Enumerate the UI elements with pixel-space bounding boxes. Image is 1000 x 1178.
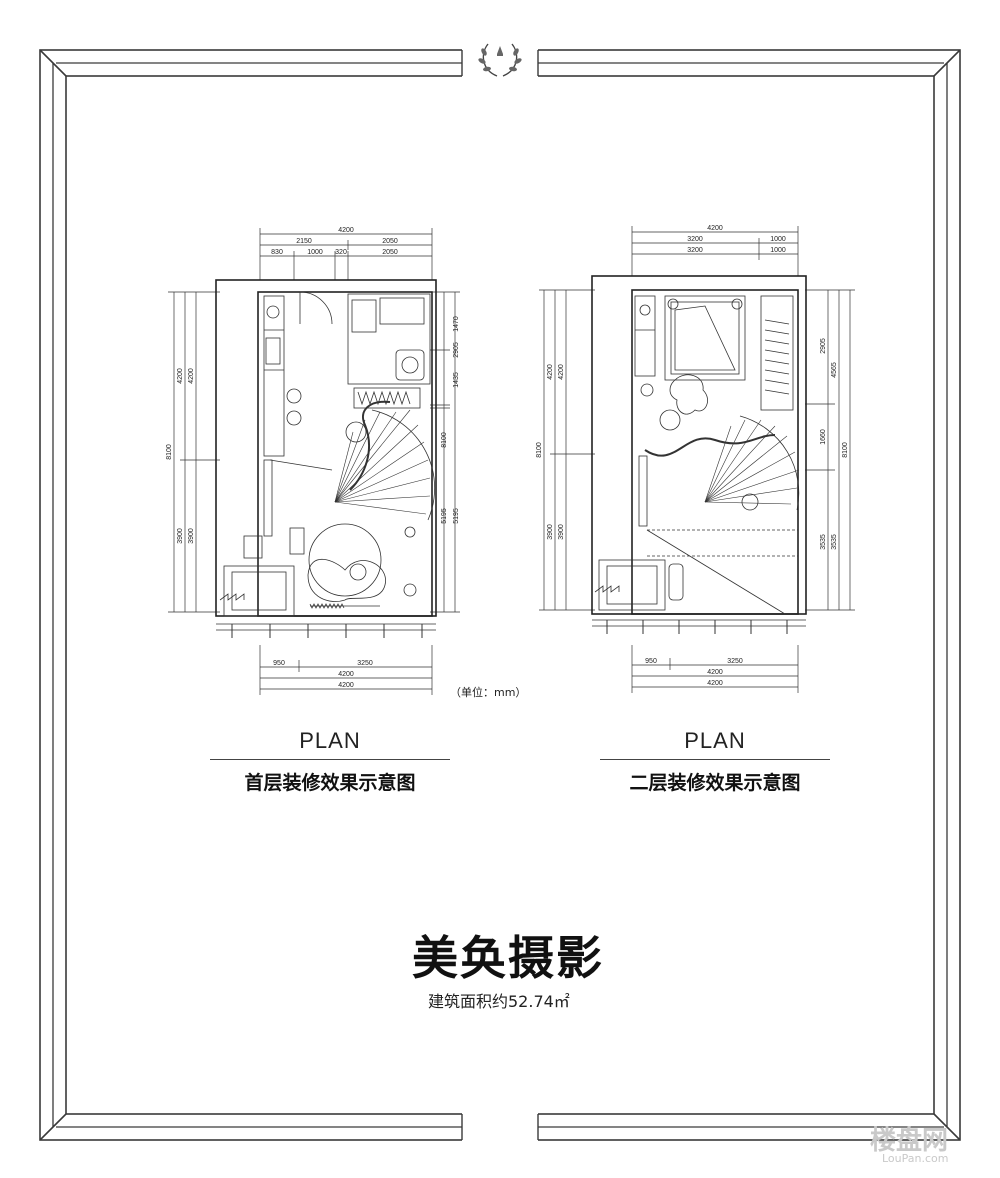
dim-left-total: 8100 bbox=[166, 444, 173, 460]
dim-top-b3: 320 bbox=[335, 249, 347, 256]
dim-right-total: 8100 bbox=[842, 442, 849, 458]
dim-bottom-total-2: 4200 bbox=[338, 682, 354, 689]
dim-left-upper-2: 4200 bbox=[558, 364, 565, 380]
dim-right-a: 1470 bbox=[453, 316, 460, 332]
dim-left-total: 8100 bbox=[536, 442, 543, 458]
dim-bottom-a1: 950 bbox=[645, 658, 657, 665]
dim-top-a1: 2150 bbox=[296, 238, 312, 245]
dim-left-lower-1: 3900 bbox=[547, 524, 554, 540]
floor-plan-2: 4200 3200 1000 3200 1000 950 3250 4200 4… bbox=[536, 225, 855, 693]
dim-bottom-total-1: 4200 bbox=[707, 669, 723, 676]
dim-right-d: 5195 bbox=[441, 508, 448, 524]
dim-right-e: 5195 bbox=[453, 508, 460, 524]
dim-bottom-a2: 3250 bbox=[357, 660, 373, 667]
dim-left-lower-2: 3900 bbox=[558, 524, 565, 540]
plan-1-caption: 首层装修效果示意图 bbox=[244, 772, 416, 794]
dim-left-upper-1: 4200 bbox=[177, 368, 184, 384]
dim-right-c: 1435 bbox=[453, 372, 460, 388]
dim-left-upper-2: 4200 bbox=[188, 368, 195, 384]
dim-left-lower-1: 3900 bbox=[177, 528, 184, 544]
dim-right-d: 3535 bbox=[820, 534, 827, 550]
dim-top-b2: 1000 bbox=[770, 247, 786, 254]
dim-top-a2: 2050 bbox=[382, 238, 398, 245]
plan-2-label: PLAN bbox=[684, 728, 746, 753]
dim-top-a2: 1000 bbox=[770, 236, 786, 243]
dim-bottom-total-2: 4200 bbox=[707, 680, 723, 687]
page-title: 美奂摄影 bbox=[412, 931, 604, 985]
plan-2-divider bbox=[600, 759, 830, 760]
dim-top-b1: 3200 bbox=[687, 247, 703, 254]
dim-top-total: 4200 bbox=[707, 225, 723, 232]
dim-right-b: 4565 bbox=[831, 362, 838, 378]
dim-right-c: 1660 bbox=[820, 429, 827, 445]
dim-top-b2: 1000 bbox=[307, 249, 323, 256]
units-note: （单位：mm） bbox=[450, 686, 527, 699]
dim-bottom-a2: 3250 bbox=[727, 658, 743, 665]
dim-right-e: 3535 bbox=[831, 534, 838, 550]
dim-top-b4: 2050 bbox=[382, 249, 398, 256]
dim-top-total: 4200 bbox=[338, 227, 354, 234]
laurel-wreath-icon bbox=[478, 43, 522, 77]
dim-left-upper-1: 4200 bbox=[547, 364, 554, 380]
building-area: 建筑面积约52.74㎡ bbox=[428, 992, 570, 1011]
dim-bottom-a1: 950 bbox=[273, 660, 285, 667]
dim-right-a: 2905 bbox=[820, 338, 827, 354]
dim-left-lower-2: 3900 bbox=[188, 528, 195, 544]
plan-1-label: PLAN bbox=[299, 728, 361, 753]
plan-1-divider bbox=[210, 759, 450, 760]
dim-right-b: 2905 bbox=[453, 342, 460, 358]
dim-bottom-total-1: 4200 bbox=[338, 671, 354, 678]
floor-plan-1: 4200 2150 2050 830 1000 320 2050 950 325… bbox=[166, 227, 460, 695]
dim-top-a1: 3200 bbox=[687, 236, 703, 243]
watermark-url: LouPan.com bbox=[882, 1152, 949, 1165]
dim-top-b1: 830 bbox=[271, 249, 283, 256]
watermark-logo: 楼盘网 bbox=[870, 1126, 949, 1156]
plan-2-caption: 二层装修效果示意图 bbox=[629, 772, 801, 794]
dim-right-total: 8100 bbox=[441, 432, 448, 448]
